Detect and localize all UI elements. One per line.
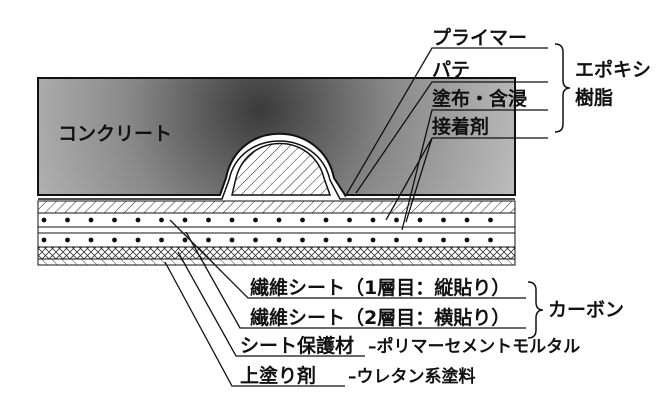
primer-line	[38, 140, 515, 200]
finish-coat-layer	[37, 258, 516, 266]
resin-label-line-2: 樹脂	[575, 86, 613, 109]
adhesive-label: 接着剤	[432, 115, 489, 138]
fiber-dot	[159, 217, 164, 223]
top-leader-lines	[344, 47, 548, 231]
fiber-dot	[135, 217, 141, 223]
leader-sheet-2	[185, 231, 526, 329]
fiber-dot	[464, 237, 470, 243]
leader-impregnation	[401, 109, 548, 231]
adhesive-layer-2	[37, 226, 516, 234]
leader-sheet-1	[169, 219, 526, 299]
fiber-dot	[65, 237, 70, 243]
fiber-dots-row-2	[41, 237, 493, 243]
fiber-dot	[88, 237, 94, 243]
fiber-dot	[253, 237, 258, 243]
fiber-dot	[300, 237, 305, 243]
finish-material: –ウレタン系塗料	[348, 366, 476, 387]
fiber-dot	[394, 217, 399, 223]
fiber-dot	[441, 217, 446, 223]
fiber-dot	[112, 217, 117, 223]
fiber-dot	[300, 217, 305, 223]
fiber-dot	[323, 237, 329, 243]
leader-protection	[177, 251, 365, 357]
fiber-dot	[276, 237, 282, 243]
fiber-dot	[441, 237, 446, 243]
fiber-dot	[394, 237, 399, 243]
fiber-dot	[41, 237, 47, 243]
primer-label: プライマー	[432, 26, 527, 49]
fiber-dot	[253, 217, 258, 223]
fiber-dot	[135, 237, 141, 243]
fiber-dot	[182, 217, 188, 223]
fiber-dot	[323, 217, 329, 223]
fiber-dot	[182, 237, 188, 243]
fiber-dot	[417, 237, 423, 243]
fiber-dot	[276, 217, 282, 223]
fiber-dot	[159, 237, 164, 243]
fiber-dot	[370, 217, 376, 223]
fiber-dots-row-1	[41, 217, 493, 223]
fiber-dot	[488, 217, 493, 223]
adhesive-layer-1	[37, 200, 516, 214]
leader-finish	[164, 261, 345, 387]
protection-material: –ポリマーセメントモルタル	[368, 336, 580, 357]
bottom-leader-lines	[164, 219, 526, 387]
fiber-dot	[65, 217, 70, 223]
sheet-protection-layer	[37, 246, 516, 260]
putty-fill	[231, 142, 332, 196]
fiber-dot	[206, 237, 211, 243]
fiber-dot	[112, 237, 117, 243]
leader-adhesive-b	[405, 137, 433, 223]
fiber-dot	[488, 237, 493, 243]
fiber-sheet-2-label: 繊維シート（2層目：横貼り）	[250, 306, 510, 329]
fiber-dot	[347, 237, 352, 243]
fiber-dot	[229, 217, 235, 223]
leader-primer	[344, 47, 548, 198]
impregnation-label: 塗布・含浸	[432, 87, 527, 110]
fiber-dot	[464, 217, 470, 223]
finish-label: 上塗り剤	[240, 364, 316, 387]
concrete-substrate	[37, 77, 516, 196]
protection-label: シート保護材	[240, 334, 354, 357]
leader-putty	[355, 81, 548, 194]
resin-label-line-1: エポキシ	[575, 58, 651, 81]
putty-label: パテ	[432, 59, 470, 81]
fiber-dot	[417, 217, 423, 223]
carbon-label: カーボン	[548, 299, 624, 321]
concrete-label: コンクリート	[58, 123, 172, 145]
carbon-brace	[527, 281, 544, 339]
fiber-dot	[347, 217, 352, 223]
fiber-dot	[206, 217, 211, 223]
fiber-dot	[229, 237, 235, 243]
resin-brace	[554, 43, 571, 133]
fiber-dot	[41, 217, 47, 223]
fiber-dot	[370, 237, 376, 243]
fiber-sheet-1-label: 繊維シート（1層目：縦貼り）	[250, 276, 510, 299]
fiber-dot	[88, 217, 94, 223]
